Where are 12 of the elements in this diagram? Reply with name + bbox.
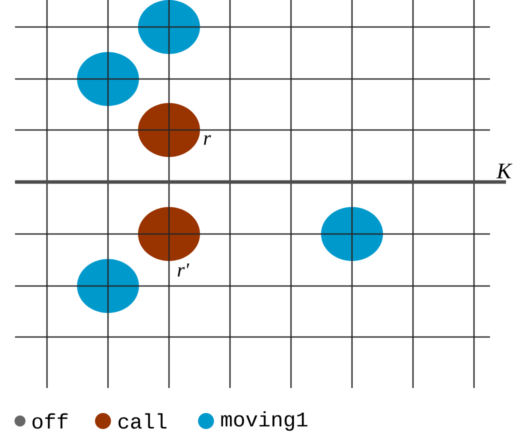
legend-label: moving1: [221, 411, 308, 431]
legend-label: call: [118, 413, 166, 429]
dot: [77, 52, 139, 106]
dot: [138, 207, 200, 261]
legend-label: off: [32, 413, 68, 429]
dot: [138, 0, 200, 54]
dot: [77, 259, 139, 313]
dot: [138, 103, 200, 157]
dot: [321, 207, 383, 261]
point-label: r: [204, 135, 211, 145]
point-label: r′: [178, 263, 190, 277]
line-label: K: [496, 164, 512, 178]
